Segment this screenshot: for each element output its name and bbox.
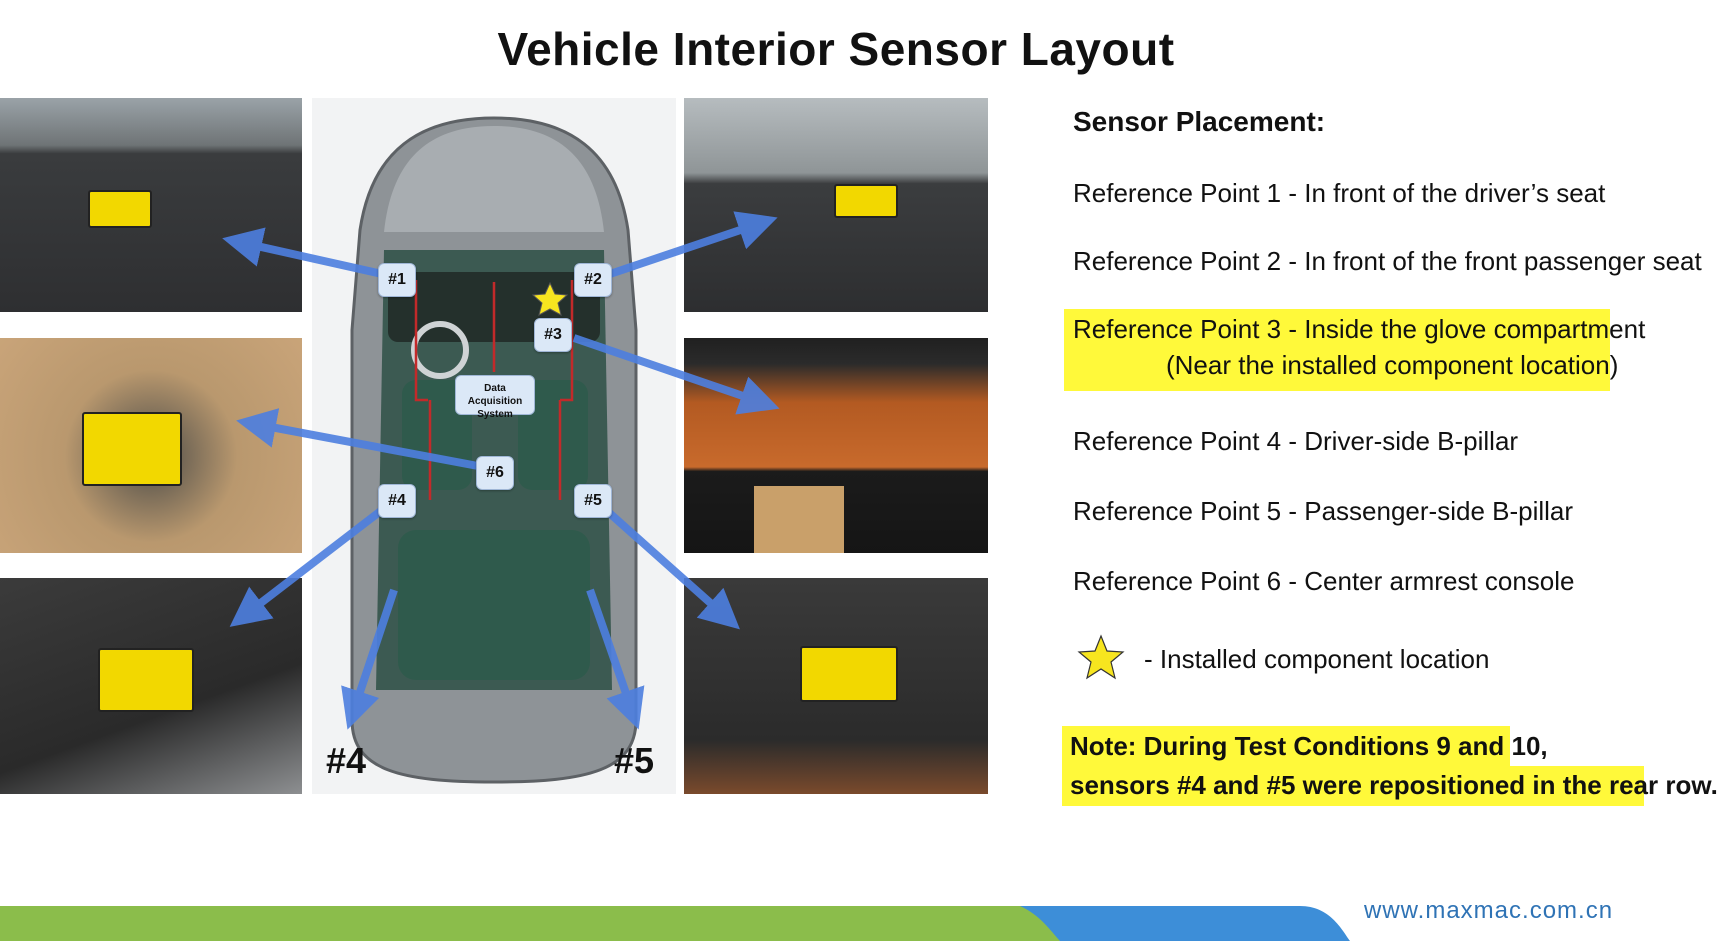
legend-star-text: - Installed component location — [1144, 644, 1490, 674]
rear-label-5: #5 — [614, 740, 655, 781]
sensor-device-icon — [88, 190, 152, 228]
photo-ref-point-4 — [0, 578, 302, 794]
ref-point-3-desc: Inside the glove compartment — [1304, 314, 1646, 344]
callout-4: #4 — [378, 484, 416, 518]
footer-blue-curve — [1020, 906, 1350, 941]
photo-ref-point-1 — [0, 98, 302, 312]
photo-ref-point-3-glovebox — [684, 338, 988, 553]
photo-ref-point-2 — [684, 98, 988, 312]
ref-point-1-desc: In front of the driver’s seat — [1304, 178, 1606, 208]
ref-point-2-label: Reference Point 2 - — [1073, 246, 1298, 276]
ref-point-6-label: Reference Point 6 - — [1073, 566, 1298, 596]
arrow-3 — [572, 334, 780, 415]
highlight-note — [1062, 726, 1510, 766]
sensor-device-icon — [98, 648, 194, 712]
ref-point-6-desc: Center armrest console — [1304, 566, 1575, 596]
ref-point-5-desc: Passenger-side B-pillar — [1304, 496, 1574, 526]
footer-green-band — [0, 906, 1060, 941]
cardboard-box — [754, 486, 844, 553]
das-label-line1: Data Acquisition — [467, 383, 523, 407]
ref-point-4: Reference Point 4 - Driver-side B-pillar — [1073, 426, 1518, 457]
red-cable — [414, 280, 574, 500]
sensor-device-icon — [82, 412, 182, 486]
ref-point-6: Reference Point 6 - Center armrest conso… — [1073, 566, 1574, 597]
ref-point-4-desc: Driver-side B-pillar — [1304, 426, 1519, 456]
ref-point-3-label: Reference Point 3 - — [1073, 314, 1298, 344]
data-acquisition-system-box: Data Acquisition System — [455, 375, 535, 420]
installed-component-star-icon — [531, 281, 569, 316]
arrow-4-rear — [341, 588, 398, 730]
sensor-placement-heading: Sensor Placement: — [1073, 106, 1326, 137]
callout-6: #6 — [476, 456, 514, 490]
ref-point-3-desc-line2: (Near the installed component location) — [1166, 350, 1619, 380]
callout-2: #2 — [574, 263, 612, 297]
car-hood — [384, 126, 604, 232]
ref-point-1: Reference Point 1 - In front of the driv… — [1073, 178, 1605, 209]
sensor-device-icon — [800, 646, 898, 702]
page-title: Vehicle Interior Sensor Layout — [497, 23, 1175, 75]
note-line1: Note: During Test Conditions 9 and 10, — [1070, 731, 1548, 761]
callout-3: #3 — [534, 318, 572, 352]
seat-passenger — [518, 380, 588, 490]
arrow-4 — [229, 506, 385, 627]
car-diagram-svg — [0, 116, 1350, 941]
ref-point-2-desc: In front of the front passenger seat — [1304, 246, 1702, 276]
das-label-line2: System — [477, 409, 513, 420]
arrow-6 — [236, 408, 479, 470]
ref-point-5-label: Reference Point 5 - — [1073, 496, 1298, 526]
rear-label-4: #4 — [326, 740, 367, 781]
highlight-note-line2 — [1062, 766, 1644, 806]
note-line2: sensors #4 and #5 were repositioned in t… — [1070, 770, 1718, 800]
ref-point-3: Reference Point 3 - Inside the glove com… — [1073, 314, 1645, 345]
arrow-2 — [608, 211, 778, 278]
footer-url[interactable]: www.maxmac.com.cn — [1364, 897, 1614, 924]
ref-point-4-label: Reference Point 4 - — [1073, 426, 1298, 456]
callout-1: #1 — [378, 263, 416, 297]
arrow-5 — [603, 507, 740, 630]
sensor-device-icon — [834, 184, 898, 218]
arrow-5-rear — [586, 588, 645, 730]
ref-point-2: Reference Point 2 - In front of the fron… — [1073, 246, 1702, 277]
callout-5: #5 — [574, 484, 612, 518]
steering-wheel — [411, 321, 469, 379]
highlight-ref-point-3 — [1064, 309, 1610, 391]
ref-point-5: Reference Point 5 - Passenger-side B-pil… — [1073, 496, 1573, 527]
seat-rear — [398, 530, 590, 680]
ref-point-1-label: Reference Point 1 - — [1073, 178, 1298, 208]
arrow-1 — [222, 227, 383, 278]
